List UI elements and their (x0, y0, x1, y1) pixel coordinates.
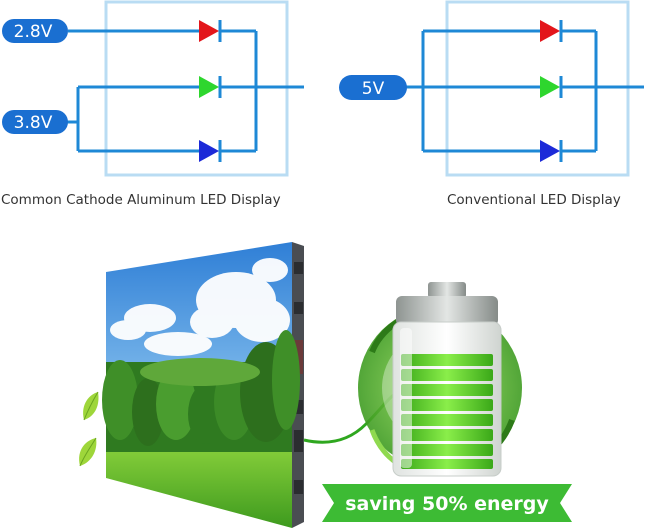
left-led-green (199, 76, 222, 98)
left-led-blue (199, 140, 222, 162)
voltage-pill-5v: 5V (339, 75, 407, 100)
voltage-label-top: 2.8V (14, 22, 53, 42)
voltage-pill-3-8v: 3.8V (2, 110, 68, 134)
left-circuit-diagram: 2.8V 3.8V (2, 0, 304, 177)
leaf-icon-bottom (79, 437, 97, 467)
right-diagram-caption: Conventional LED Display (447, 192, 621, 208)
leaf-icon-top (83, 391, 99, 421)
battery-charge-level (401, 354, 493, 469)
right-led-blue (540, 140, 563, 162)
right-wires (405, 29, 644, 153)
battery-terminal (428, 282, 466, 298)
voltage-pill-2-8v: 2.8V (2, 19, 68, 43)
voltage-label-bottom: 3.8V (14, 113, 53, 133)
led-panel-illustration (102, 242, 304, 528)
right-led-red (540, 20, 563, 42)
right-circuit-diagram: 5V (339, 0, 644, 177)
left-wires (40, 29, 304, 153)
banner-text: saving 50% energy (345, 493, 549, 515)
energy-saving-banner: saving 50% energy (322, 484, 572, 522)
left-led-red (199, 20, 222, 42)
forest-image (102, 330, 300, 452)
clouds-image (110, 258, 290, 356)
panel-screen-grass (106, 442, 292, 528)
left-diagram-caption: Common Cathode Aluminum LED Display (1, 192, 281, 208)
right-led-green (540, 76, 563, 98)
voltage-label: 5V (362, 79, 385, 99)
eco-battery-illustration (358, 282, 522, 477)
